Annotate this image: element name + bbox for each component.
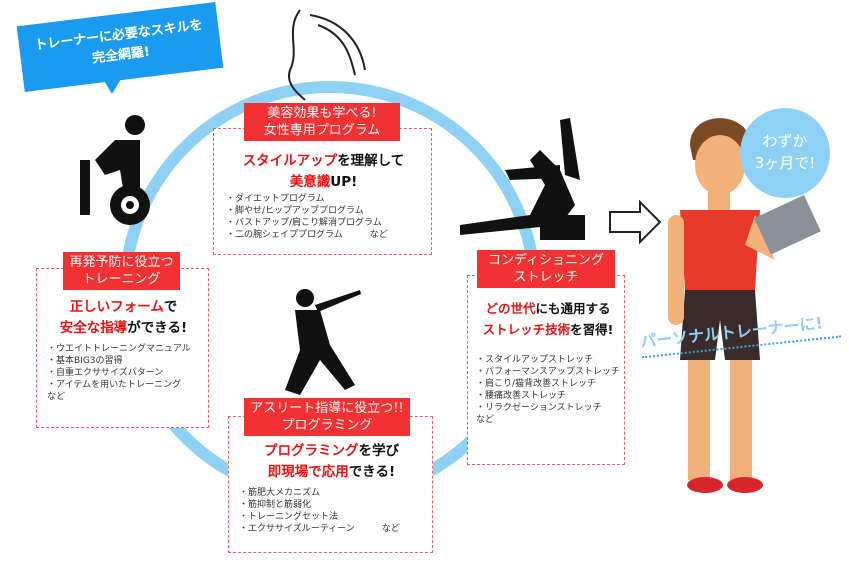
beauty-list: ・ダイエットプログラム・脚やせ/ヒップアッププログラム・バストアップ/肩こり解消… [226,194,388,240]
baseball-batter-icon [285,289,361,395]
circle-line2: 3ヶ月で! [754,154,816,172]
prevent-headline-1: 正しいフォームで [69,299,178,315]
three-months-circle: わずか 3ヶ月で! [740,108,830,198]
prevent-label: 再発予防に役立つトレーニング [63,252,180,290]
weightlifter-icon [80,115,150,225]
beauty-section: スタイルアップを理解して 美意識UP! ・ダイエットプログラム・脚やせ/ヒップア… [213,128,432,255]
beauty-headline-2: 美意識UP! [289,174,358,190]
trainer-illustration [668,118,821,493]
arrow-right-icon [609,199,662,245]
circle-line1: わずか [762,132,808,150]
badge-pointer [100,74,124,94]
stretch-label: コンディショニングストレッチ [477,250,615,288]
prevent-section: 正しいフォームで 安全な指導ができる! ・ウエイトトレーニングマニュアル・基本B… [36,268,209,428]
woman-profile-icon [288,9,366,101]
prevent-headline-2: 安全な指導ができる! [59,320,188,336]
athlete-list: ・筋肥大メカニズム・筋抑制と筋弱化・トレーニングセット法・エクササイズルーティー… [239,488,400,534]
athlete-headline-2: 即現場で応用できる! [267,464,396,480]
athlete-label: アスリート指導に役立つ!!プログラミング [244,398,410,436]
stretch-headline-1: どの世代にも通用する [485,301,611,316]
stretch-list: ・スタイルアップストレッチ・パフォーマンスアップストレッチ・肩こり/猫背改善スト… [476,355,620,425]
beauty-headline-1: スタイルアップを理解して [242,153,405,169]
athlete-headline-1: プログラミングを学び [264,443,399,459]
stretch-section: どの世代にも通用する ストレッチ技術を習得! ・スタイルアップストレッチ・パフォ… [467,275,625,465]
athlete-section: プログラミングを学び 即現場で応用できる! ・筋肥大メカニズム・筋抑制と筋弱化・… [228,416,433,553]
prevent-list: ・ウエイトトレーニングマニュアル・基本BIG3の習得・自重エクササイズパターン・… [47,344,191,402]
beauty-label: 美容効果も学べる!女性専用プログラム [244,103,400,141]
stretch-icon [460,118,585,240]
stretch-headline-2: ストレッチ技術を習得! [482,322,614,337]
